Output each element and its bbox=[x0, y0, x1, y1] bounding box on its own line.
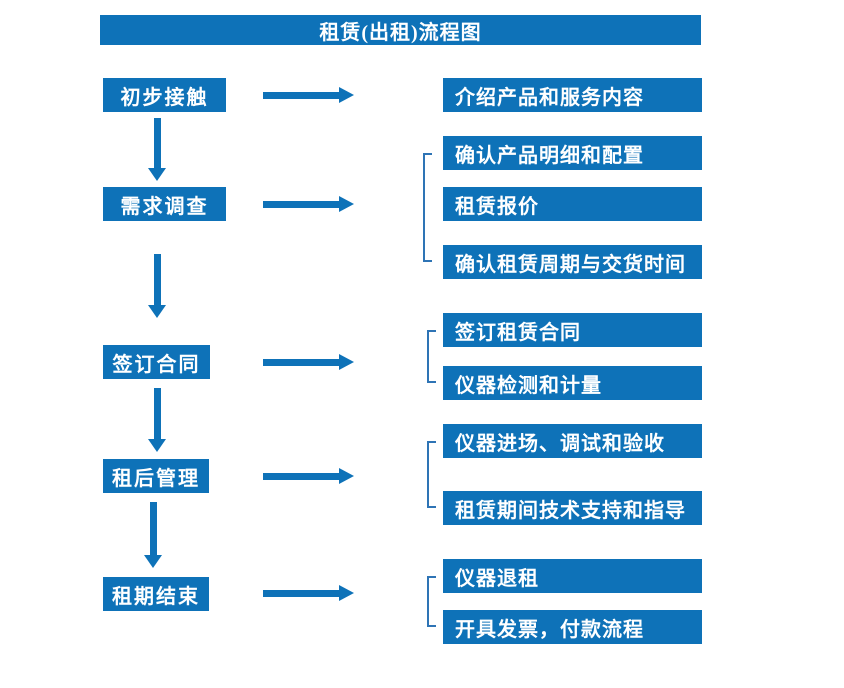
title-banner: 租赁(出租)流程图 bbox=[100, 15, 701, 45]
detail-box: 仪器退租 bbox=[443, 559, 702, 593]
step-label: 初步接触 bbox=[120, 86, 209, 109]
detail-label: 租赁期间技术支持和指导 bbox=[455, 499, 686, 522]
arrow-head bbox=[148, 168, 166, 181]
page-title: 租赁(出租)流程图 bbox=[319, 21, 482, 44]
group-bracket-3 bbox=[427, 330, 436, 383]
down-arrow-2 bbox=[148, 254, 166, 318]
step-box-initial-contact: 初步接触 bbox=[103, 78, 226, 112]
flow-arrow-right-2 bbox=[263, 196, 354, 212]
arrow-head bbox=[148, 305, 166, 318]
down-arrow-3 bbox=[148, 388, 166, 452]
flow-arrow-right-5 bbox=[263, 585, 354, 601]
detail-box: 介绍产品和服务内容 bbox=[443, 78, 702, 112]
step-box-demand-survey: 需求调查 bbox=[103, 187, 226, 221]
group-bracket-5 bbox=[427, 576, 436, 627]
detail-label: 仪器检测和计量 bbox=[455, 374, 602, 397]
step-box-contract-signing: 签订合同 bbox=[103, 345, 210, 379]
group-bracket-2 bbox=[423, 153, 432, 262]
step-label: 需求调查 bbox=[120, 195, 209, 218]
detail-label: 开具发票，付款流程 bbox=[455, 618, 644, 641]
detail-label: 租赁报价 bbox=[455, 195, 539, 218]
arrow-shaft bbox=[153, 388, 161, 439]
detail-label: 仪器退租 bbox=[455, 567, 539, 590]
arrow-head bbox=[148, 439, 166, 452]
detail-label: 确认产品明细和配置 bbox=[455, 144, 644, 167]
arrow-head bbox=[339, 468, 354, 484]
detail-label: 签订租赁合同 bbox=[455, 321, 581, 344]
detail-box: 仪器检测和计量 bbox=[443, 366, 702, 400]
arrow-head bbox=[339, 196, 354, 212]
arrow-shaft bbox=[153, 118, 161, 168]
step-box-post-rental-management: 租后管理 bbox=[103, 459, 209, 493]
detail-box: 确认产品明细和配置 bbox=[443, 136, 702, 170]
detail-label: 仪器进场、调试和验收 bbox=[455, 432, 665, 455]
down-arrow-1 bbox=[148, 118, 166, 181]
arrow-shaft bbox=[263, 200, 339, 208]
arrow-shaft bbox=[263, 91, 339, 99]
arrow-head bbox=[339, 87, 354, 103]
detail-label: 介绍产品和服务内容 bbox=[455, 86, 644, 109]
detail-box: 确认租赁周期与交货时间 bbox=[443, 245, 702, 279]
detail-box: 仪器进场、调试和验收 bbox=[443, 424, 702, 458]
flow-arrow-right-4 bbox=[263, 468, 354, 484]
arrow-head bbox=[339, 585, 354, 601]
arrow-shaft bbox=[153, 254, 161, 305]
detail-label: 确认租赁周期与交货时间 bbox=[455, 253, 686, 276]
detail-box: 签订租赁合同 bbox=[443, 313, 702, 347]
arrow-shaft bbox=[263, 589, 339, 597]
detail-box: 租赁期间技术支持和指导 bbox=[443, 491, 702, 525]
flow-arrow-right-1 bbox=[263, 87, 354, 103]
step-label: 租后管理 bbox=[112, 467, 200, 490]
step-box-lease-end: 租期结束 bbox=[103, 577, 209, 611]
arrow-shaft bbox=[263, 472, 339, 480]
step-label: 租期结束 bbox=[112, 585, 200, 608]
arrow-head bbox=[339, 354, 354, 370]
group-bracket-4 bbox=[427, 441, 436, 508]
arrow-shaft bbox=[263, 358, 339, 366]
down-arrow-4 bbox=[144, 502, 162, 568]
step-label: 签订合同 bbox=[112, 353, 201, 376]
flow-arrow-right-3 bbox=[263, 354, 354, 370]
arrow-shaft bbox=[149, 502, 157, 555]
arrow-head bbox=[144, 555, 162, 568]
detail-box: 租赁报价 bbox=[443, 187, 702, 221]
detail-box: 开具发票，付款流程 bbox=[443, 610, 702, 644]
